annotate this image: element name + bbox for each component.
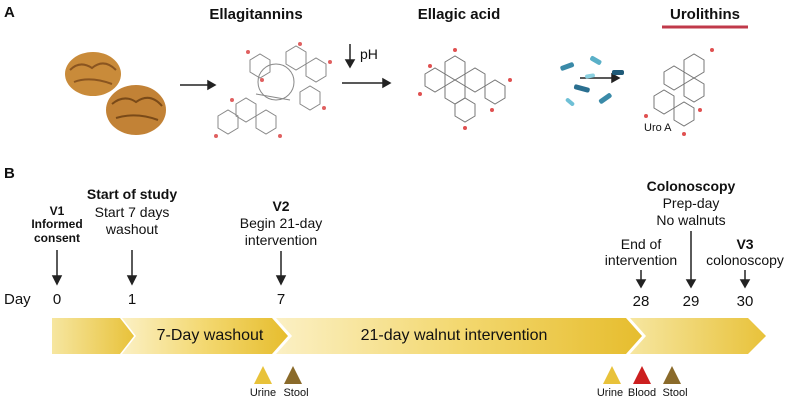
ellagic-acid-title: Ellagic acid — [417, 6, 501, 23]
gut-bacteria-image — [560, 55, 624, 106]
start-title: Start of study — [86, 186, 178, 202]
urine-triangle-1 — [254, 366, 272, 384]
urine-label-1: Urine — [249, 387, 277, 399]
end-sub1: End of — [620, 236, 662, 252]
day-0: 0 — [52, 291, 62, 308]
ph-label: pH — [360, 46, 378, 62]
end-sub2: intervention — [604, 252, 678, 268]
v3-sub1: colonoscopy — [706, 252, 784, 268]
urolithin-a-structure — [653, 53, 705, 127]
arrow-down-day7 — [275, 251, 287, 286]
day-label: Day — [4, 291, 31, 308]
urine-triangle-2 — [603, 366, 621, 384]
urine-label-2: Urine — [596, 387, 624, 399]
stool-triangle-1 — [284, 366, 302, 384]
arrow-down-day30 — [739, 270, 751, 289]
v2-title: V2 — [272, 198, 290, 214]
colonoscopy-title: Colonoscopy — [646, 178, 736, 194]
day-30: 30 — [736, 293, 754, 310]
arrow-down-day1 — [126, 250, 138, 286]
ellagitannin-structure — [217, 45, 327, 135]
colonoscopy-sub2: No walnuts — [656, 212, 726, 228]
washout-phase-label: 7-Day washout — [156, 327, 264, 344]
blood-label: Blood — [627, 387, 657, 399]
stool-triangle-2 — [663, 366, 681, 384]
v3-title: V3 — [736, 236, 754, 252]
start-sub1: Start 7 days — [94, 204, 170, 220]
urolithins-title: Urolithins — [670, 6, 740, 23]
stool-label-1: Stool — [283, 387, 309, 399]
timeline-segment-pre — [52, 318, 134, 354]
arrow-right-1 — [180, 79, 217, 91]
uro-a-label: Uro A — [644, 122, 672, 134]
walnut-image — [65, 52, 166, 135]
start-sub2: washout — [105, 221, 159, 237]
arrow-down-day29 — [685, 231, 697, 289]
stool-label-2: Stool — [662, 387, 688, 399]
timeline-segment-washout — [122, 318, 288, 354]
arrow-right-3 — [580, 72, 621, 84]
blood-triangle — [633, 366, 651, 384]
v1-title: V1 — [49, 204, 65, 218]
urolithin-a-atoms — [644, 48, 714, 136]
v1-sub2: consent — [33, 231, 81, 245]
arrow-right-2 — [342, 77, 392, 89]
day-29: 29 — [682, 293, 700, 310]
day-7: 7 — [276, 291, 286, 308]
day-28: 28 — [632, 293, 650, 310]
intervention-phase-label: 21-day walnut intervention — [360, 327, 548, 344]
colonoscopy-sub1: Prep-day — [662, 195, 720, 211]
timeline-segment-intervention — [276, 318, 642, 354]
arrow-down-day0 — [51, 250, 63, 286]
ph-down-arrow — [344, 44, 356, 69]
arrow-down-day28 — [635, 270, 647, 289]
panel-b-label: B — [4, 165, 15, 182]
panel-a-label: A — [4, 4, 15, 21]
timeline-segment-post — [630, 318, 766, 354]
ellagic-acid-structure — [424, 55, 506, 123]
v2-sub2: intervention — [244, 232, 318, 248]
ellagitannin-atoms — [214, 42, 332, 138]
ellagic-acid-atoms — [418, 48, 512, 130]
v1-sub1: Informed — [31, 217, 83, 231]
ellagitannins-title: Ellagitannins — [209, 6, 303, 23]
day-1: 1 — [127, 291, 137, 308]
v2-sub1: Begin 21-day — [239, 215, 323, 231]
